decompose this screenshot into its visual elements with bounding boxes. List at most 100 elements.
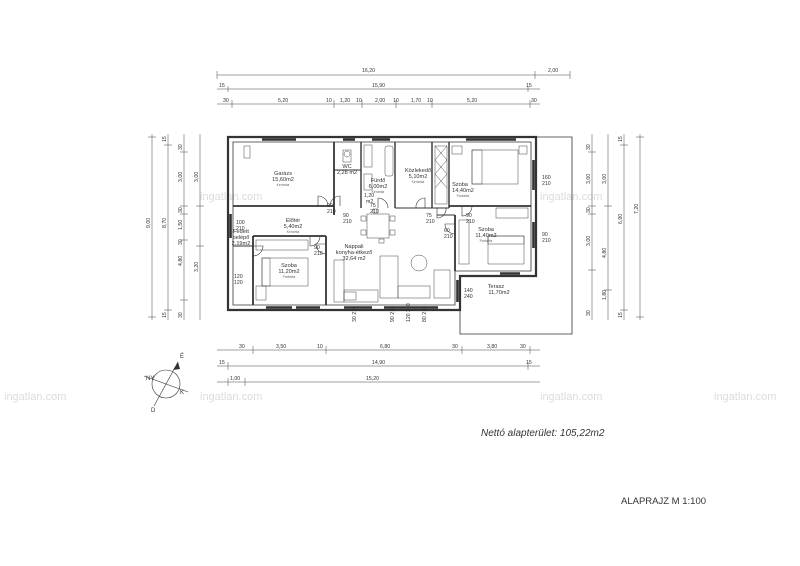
opening-b3: 120 210 [406, 303, 412, 322]
room-porch-name: Fedett [233, 229, 249, 235]
walls [226, 135, 573, 335]
room-corridor-floor: Kerámia [412, 180, 425, 184]
dim-left-mid-1: 8,70 [162, 218, 168, 228]
dim-top3-3: 1,20 [340, 98, 350, 104]
plan-title: ALAPRAJZ M 1:100 [621, 496, 707, 507]
room-garage-area: 15,60m2 [272, 177, 294, 183]
compass-east: K [180, 390, 184, 396]
dim-right-in-1: 3,00 [586, 174, 592, 184]
opening-1b: 210 [236, 226, 245, 232]
room-bed2-name: Szoba [478, 227, 495, 233]
room-porch-area: belépő [233, 235, 250, 241]
room-bed2-area: 11,40m2 [475, 233, 496, 239]
opening-7b: 210 [466, 219, 475, 225]
opening-5a: 75 [370, 203, 376, 209]
dim-top2-b: 15,90 [372, 83, 385, 89]
dimension-lines-left [148, 134, 204, 320]
opening-12b: 210 [314, 251, 323, 257]
room-living-name: Nappali [345, 244, 364, 250]
opening-2b: 210 [327, 209, 336, 215]
dim-left-in-3: 1,50 [178, 220, 184, 230]
opening-3b: 210 [343, 219, 352, 225]
dim-right-in-3: 3,00 [586, 236, 592, 246]
room-wc-area: 2,28 m2 [337, 170, 357, 176]
room-living-floor: 32,64 m2 [342, 256, 365, 262]
dim-right-mid-0: 15 [618, 136, 624, 142]
room-bed3-area: 11,20m2 [278, 269, 299, 275]
room-bed1-area: 14,40m2 [452, 188, 474, 194]
dim-total-width: 16,20 [362, 68, 375, 74]
room-terrace-area: 11,70m2 [488, 290, 509, 296]
dimension-text-top: 16,20 2,00 15 15,90 15 30 5,20 10 1,20 1… [219, 68, 558, 104]
dim-bot1-0: 30 [239, 344, 245, 350]
opening-b1: 30 210 [352, 306, 358, 322]
room-bath-name: Fürdő [371, 178, 386, 184]
dim-right-total: 7,20 [634, 204, 640, 214]
windows [229, 138, 535, 309]
opening-10a: 120 [234, 274, 243, 280]
furniture [243, 144, 529, 303]
dim-right-mid-1: 6,90 [618, 214, 624, 224]
watermark-left: ingatlan.com [4, 391, 66, 403]
dim-bot3-1: 15,20 [366, 376, 379, 382]
watermark-center-left: ingatlan.com [200, 191, 262, 203]
room-corridor-name: Közlekedő [405, 168, 431, 174]
room-bed1-floor: Parketta [457, 194, 470, 198]
dimension-text-bottom: 30 3,50 10 6,80 30 3,80 30 15 14,90 15 1… [219, 344, 532, 382]
dim-top3-9: 5,20 [467, 98, 477, 104]
compass: É NY K D [143, 353, 189, 414]
dim-top3-10: 30 [531, 98, 537, 104]
dim-top3-8: 10 [427, 98, 433, 104]
watermark-center-right: ingatlan.com [540, 191, 602, 203]
dim-right-mid-2: 15 [618, 312, 624, 318]
dim-bot2-0: 15 [219, 360, 225, 366]
opening-3a: 90 [343, 213, 349, 219]
dimension-lines-top [216, 71, 571, 108]
opening-13b: 210 [444, 234, 453, 240]
dim-left-in-4: 30 [178, 239, 184, 245]
room-bath-area: 6,00m2 [369, 184, 388, 190]
room-porch-floor: 2,19m2 [232, 241, 251, 247]
opening-11b: 240 [464, 294, 473, 300]
opening-7a: 90 [466, 213, 472, 219]
opening-6a: 75 [426, 213, 432, 219]
opening-10b: 120 [234, 280, 243, 286]
dim-left-in-6: 30 [178, 312, 184, 318]
opening-11a: 140 [464, 288, 473, 294]
room-wc-name: WC [342, 164, 351, 170]
dim-left-in-2: 30 [178, 207, 184, 213]
dim-left-in2-0: 3,00 [194, 172, 200, 182]
room-bed3-floor: Parketta [283, 275, 296, 279]
dim-left-mid-0: 15 [162, 136, 168, 142]
room-labels: Garázs 15,60m2 Kerámia WC 2,28 m2 Fürdő … [232, 164, 510, 296]
room-bed2-floor: Parketta [480, 239, 493, 243]
room-bath-floor: Kerámia [372, 190, 385, 194]
dim-top2-a: 15 [219, 83, 225, 89]
opening-2a: 90 [327, 203, 333, 209]
north-arrow-icon [173, 362, 180, 370]
room-bed3-name: Szoba [281, 263, 298, 269]
dim-right-extra: 1,80 [602, 290, 608, 300]
dim-right-in-0: 30 [586, 144, 592, 150]
dim-left-in2-1: 3,20 [194, 262, 200, 272]
room-corridor-area: 5,10m2 [409, 174, 428, 180]
dim-left-in-1: 3,00 [178, 172, 184, 182]
compass-south: D [151, 408, 156, 414]
dim-top3-1: 5,20 [278, 98, 288, 104]
dim-right-in-5: 3,00 [602, 174, 608, 184]
opening-b2: 90 210 [390, 306, 396, 322]
dim-right-in-6: 30 [586, 310, 592, 316]
opening-8b: 210 [542, 181, 551, 187]
room-living-area: konyha-étkező [336, 250, 372, 256]
dim-left-mid-2: 15 [162, 312, 168, 318]
opening-6b: 210 [426, 219, 435, 225]
compass-circle [151, 369, 181, 399]
dim-bot2-1: 14,90 [372, 360, 385, 366]
dim-top3-0: 30 [223, 98, 229, 104]
watermark-bottom-left: ingatlan.com [200, 391, 262, 403]
opening-4b: m2 [366, 199, 373, 205]
dimension-lines-bottom [217, 346, 540, 386]
dim-bot1-2: 10 [317, 344, 323, 350]
opening-9a: 90 [542, 232, 548, 238]
